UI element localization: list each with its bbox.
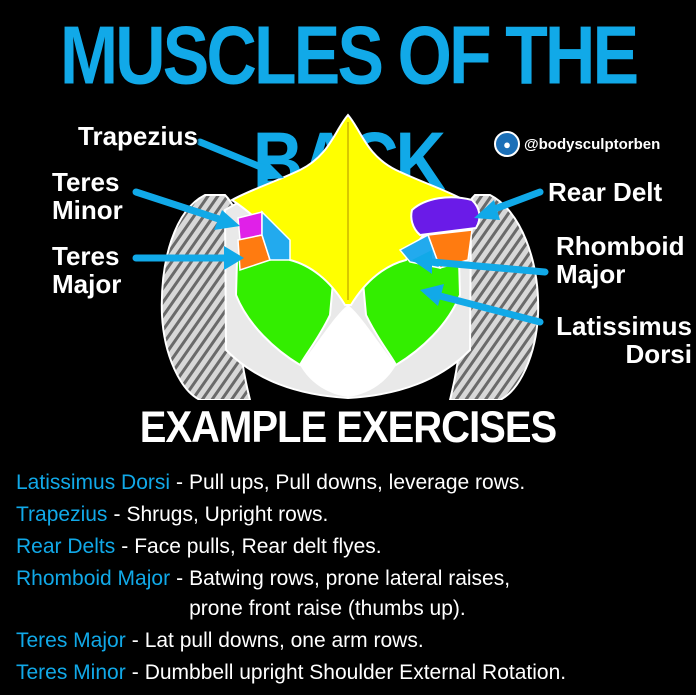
muscle-name: Rhomboid Major — [16, 567, 171, 590]
separator: - — [176, 567, 184, 590]
watermark-handle: ● @bodysculptorben — [494, 131, 660, 157]
latissimus-arrow — [436, 292, 544, 326]
exercise-description: Lat pull downs, one arm rows. — [144, 629, 424, 652]
list-item: Latissimus Dorsi - Pull ups, Pull downs,… — [16, 468, 692, 498]
list-item: Trapezius - Shrugs, Upright rows. — [16, 500, 692, 530]
exercise-description: Pull ups, Pull downs, leverage rows. — [189, 471, 526, 494]
muscle-name: Teres Major — [16, 629, 126, 652]
muscle-name: Latissimus Dorsi — [16, 471, 171, 494]
rhomboid-arrow — [428, 258, 549, 276]
label-trapezius: Trapezius — [78, 121, 198, 151]
exercise-list: Latissimus Dorsi - Pull ups, Pull downs,… — [16, 468, 692, 690]
left-infraspinatus — [261, 210, 291, 261]
exercise-description: Shrugs, Upright rows. — [126, 503, 329, 526]
rear-delt-arrow — [488, 188, 544, 214]
trapezius-arrowhead — [258, 162, 284, 180]
latissimus-arrowhead — [420, 284, 444, 306]
label-rhomboid-major: Rhomboid Major — [556, 231, 685, 289]
label-teres-minor: Teres Minor — [52, 167, 123, 225]
list-item: Rear Delts - Face pulls, Rear delt flyes… — [16, 532, 692, 562]
handle-text: @bodysculptorben — [524, 135, 661, 153]
muscle-name: Trapezius — [16, 503, 108, 526]
exercise-description: Face pulls, Rear delt flyes. — [134, 535, 382, 558]
section-heading: EXAMPLE EXERCISES — [139, 402, 557, 452]
label-teres-major: Teres Major — [52, 241, 122, 299]
separator: - — [121, 535, 129, 558]
separator: - — [131, 661, 139, 684]
exercise-description: Dumbbell upright Shoulder External Rotat… — [144, 661, 567, 684]
separator: - — [131, 629, 139, 652]
separator: - — [176, 471, 184, 494]
teres-minor-arrowhead — [214, 210, 240, 230]
label-rear-delt: Rear Delt — [548, 177, 663, 207]
exercise-description: Batwing rows, prone lateral raises, pron… — [189, 567, 511, 620]
trapezius-arrow — [196, 138, 272, 174]
label-latissimus-dorsi: Latissimus Dorsi — [556, 311, 692, 369]
instagram-logo-icon: ● — [494, 131, 520, 157]
teres-major-arrowhead — [224, 246, 244, 270]
lower-back — [300, 305, 396, 397]
rear-delt-muscle — [410, 196, 481, 237]
list-item: Teres Major - Lat pull downs, one arm ro… — [16, 626, 692, 656]
muscle-name: Teres Minor — [16, 661, 126, 684]
separator: - — [113, 503, 121, 526]
list-item: Rhomboid Major - Batwing rows, prone lat… — [16, 564, 692, 624]
back-anatomy-illustration — [132, 113, 549, 400]
muscle-name: Rear Delts — [16, 535, 116, 558]
back-anatomy-diagram: Trapezius Teres Minor Teres Major Rear D… — [0, 100, 696, 400]
rear-delt-arrowhead — [474, 200, 500, 220]
teres-minor-arrow — [132, 188, 226, 224]
list-item: Teres Minor - Dumbbell upright Shoulder … — [16, 658, 692, 688]
rhomboid-arrowhead — [412, 250, 432, 274]
